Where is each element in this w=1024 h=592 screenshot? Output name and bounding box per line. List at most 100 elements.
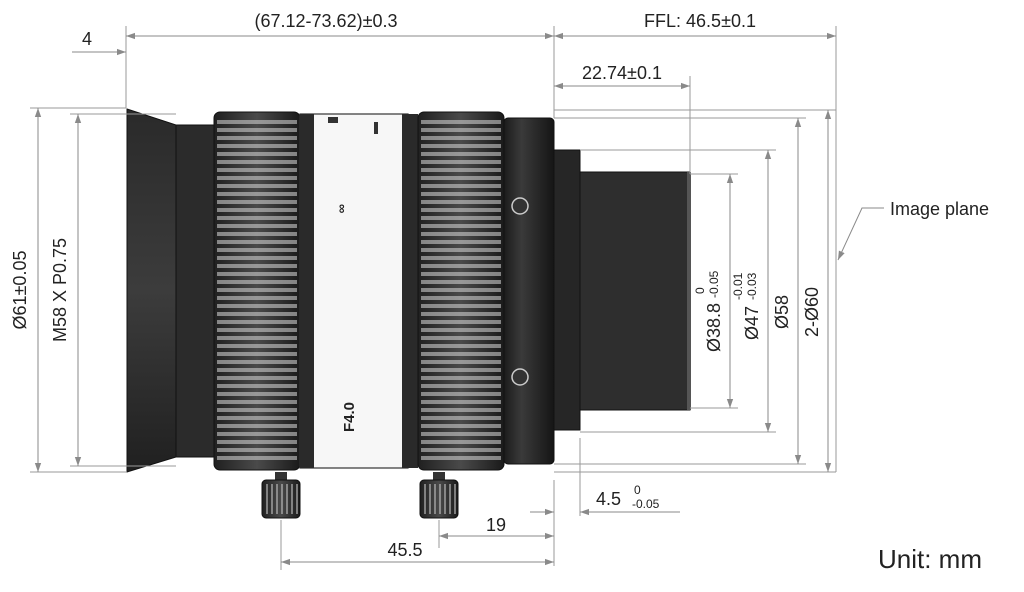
knurl-ridge — [421, 176, 501, 180]
lock-screw-stem — [433, 472, 445, 482]
flange-diameter-label: 2-Ø60 — [802, 287, 822, 337]
aperture-mark: F4.0 — [341, 402, 358, 432]
iris-lock-screw — [419, 479, 459, 519]
knurl-ridge — [217, 136, 297, 140]
mount-diameter-tol-upper: 0 — [693, 287, 707, 294]
knurl-ridge — [421, 200, 501, 204]
knurl-ridge — [217, 448, 297, 452]
knurl-ridge — [421, 256, 501, 260]
knurl-ridge — [421, 264, 501, 268]
mount-depth-tol-lower: -0.05 — [632, 497, 660, 511]
lock-screw-ridges — [266, 484, 456, 514]
knurl-ridge — [217, 328, 297, 332]
knurl-ridge — [217, 152, 297, 156]
knurl-ridge — [421, 376, 501, 380]
screw-hole — [511, 197, 529, 215]
knurl-ridge — [217, 320, 297, 324]
knurl-ridge — [421, 160, 501, 164]
knurl-ridge — [421, 352, 501, 356]
knurl-ridge — [421, 216, 501, 220]
knurl-ridge — [217, 280, 297, 284]
iris-ring-knurling — [421, 120, 501, 460]
screw-hole — [511, 368, 529, 386]
knurl-ridge — [217, 208, 297, 212]
body-diameter-tol-lower: -0.03 — [745, 272, 759, 300]
knurl-ridge — [421, 320, 501, 324]
mount-depth-tol-upper: 0 — [634, 483, 641, 497]
knurl-ridge — [421, 304, 501, 308]
body-diameter-label-group: Ø47 -0.01 -0.03 — [731, 272, 762, 340]
knurl-ridge — [421, 192, 501, 196]
focus-lock-screw — [261, 479, 301, 519]
knurl-ridge — [217, 296, 297, 300]
knurl-ridge — [217, 216, 297, 220]
mount-diameter-label: Ø38.8 — [704, 303, 724, 352]
front-hood — [126, 108, 177, 473]
knurl-ridge — [421, 168, 501, 172]
knurl-ridge — [217, 192, 297, 196]
knurl-ridge — [217, 264, 297, 268]
knurl-ridge — [217, 352, 297, 356]
knurl-ridge — [217, 232, 297, 236]
middle-barrel-edge-right — [402, 114, 418, 468]
knurl-ridge — [217, 288, 297, 292]
screw-distance-long-label: 45.5 — [387, 540, 422, 560]
knurl-ridge — [421, 368, 501, 372]
knurl-ridge — [217, 376, 297, 380]
knurl-ridge — [217, 440, 297, 444]
knurl-ridge — [421, 328, 501, 332]
lens-body: ∞ F4.0 — [126, 108, 691, 519]
knurl-ridge — [421, 280, 501, 284]
knurl-ridge — [217, 360, 297, 364]
knurl-ridge — [217, 344, 297, 348]
image-plane-leader — [837, 207, 884, 261]
mount-thread — [579, 171, 691, 411]
ffl-label: FFL: 46.5±0.1 — [644, 11, 756, 31]
knurl-ridge — [421, 152, 501, 156]
lock-screw-stem — [275, 472, 287, 482]
rear-body — [503, 117, 555, 465]
knurl-ridge — [217, 336, 297, 340]
knurl-ridge — [421, 144, 501, 148]
filter-thread-label: M58 X P0.75 — [50, 238, 70, 342]
knurl-ridge — [421, 456, 501, 460]
image-plane-label: Image plane — [890, 199, 989, 219]
knurl-ridge — [217, 416, 297, 420]
knurl-ridge — [421, 184, 501, 188]
knurl-ridge — [217, 408, 297, 412]
flange-offset-label: 22.74±0.1 — [582, 63, 662, 83]
knurl-ridge — [421, 424, 501, 428]
infinity-mark: ∞ — [335, 204, 350, 213]
mount-flange — [553, 149, 581, 431]
knurl-ridge — [217, 304, 297, 308]
knurl-ridge — [421, 128, 501, 132]
knurl-ridge — [217, 144, 297, 148]
knurl-ridge — [421, 120, 501, 124]
knurl-ridge — [421, 432, 501, 436]
knurl-ridge — [217, 312, 297, 316]
middle-barrel — [299, 113, 409, 469]
rear-diameter-label: Ø58 — [772, 295, 792, 329]
screw-distance-short-label: 19 — [486, 515, 506, 535]
knurl-ridge — [421, 232, 501, 236]
knurl-ridge — [217, 256, 297, 260]
focus-ring-knurling — [217, 120, 297, 460]
front-barrel — [175, 124, 215, 458]
knurl-ridge — [421, 272, 501, 276]
scale-mark — [328, 117, 338, 123]
body-diameter-tol-upper: -0.01 — [731, 272, 745, 300]
knurl-ridge — [421, 296, 501, 300]
unit-label: Unit: mm — [878, 544, 982, 574]
knurl-ridge — [421, 416, 501, 420]
scale-mark — [374, 122, 378, 134]
body-diameter-label: Ø47 — [742, 306, 762, 340]
front-offset-label: 4 — [82, 29, 92, 49]
mount-depth-label: 4.5 — [596, 489, 621, 509]
knurl-ridge — [217, 128, 297, 132]
knurl-ridge — [217, 168, 297, 172]
knurl-ridge — [421, 224, 501, 228]
knurl-ridge — [217, 224, 297, 228]
mount-diameter-tol-lower: -0.05 — [707, 270, 721, 298]
knurl-ridge — [421, 344, 501, 348]
knurl-ridge — [217, 392, 297, 396]
